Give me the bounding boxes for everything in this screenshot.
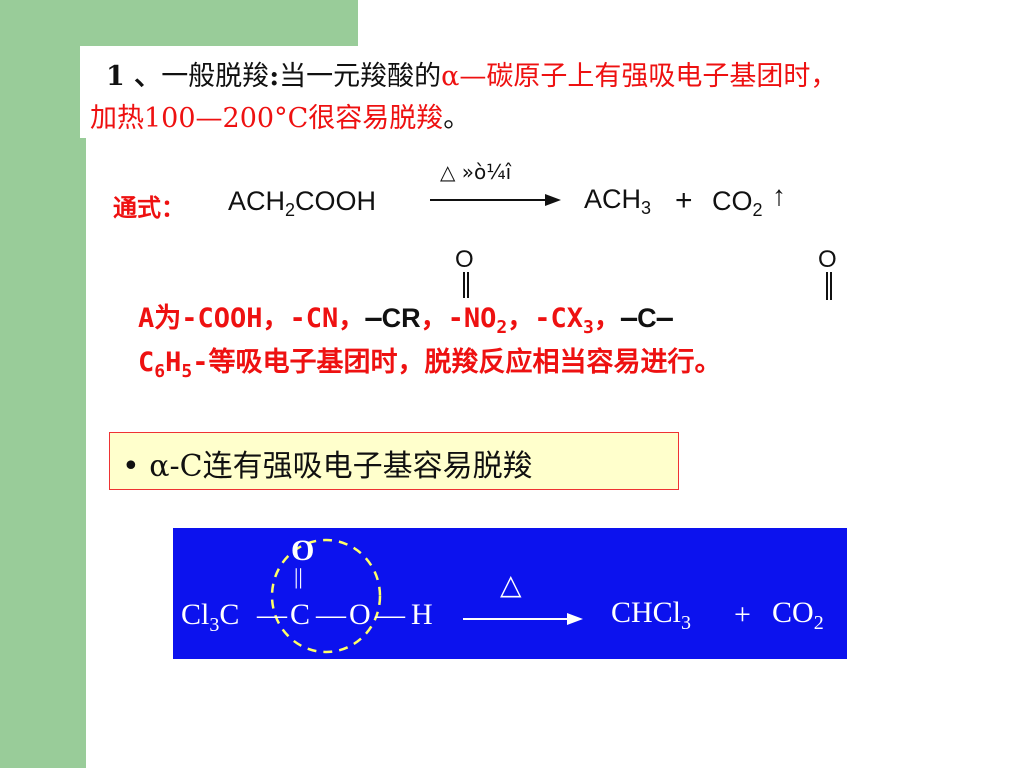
reactant-a: ACH — [228, 186, 286, 216]
blue-h: H — [411, 598, 433, 631]
blue-chcl: CHCl — [611, 596, 682, 629]
title-box — [80, 46, 1024, 138]
blue-product-co2: CO2 — [772, 596, 824, 635]
blue-chcl-sub: 3 — [681, 612, 692, 634]
title-colon: : — [269, 61, 280, 92]
cx3-sub: 3 — [582, 317, 594, 338]
bullet-dot: • — [122, 449, 140, 484]
title-number: 1 、 — [106, 61, 162, 92]
c6-rest: -等吸电子基团时，脱羧反应相当容易进行。 — [192, 347, 722, 378]
reactant-tail: COOH — [295, 186, 377, 216]
product-ach-sub: 3 — [641, 198, 652, 218]
product-co-sub: 2 — [752, 200, 763, 220]
title-end-mark: 。 — [443, 103, 471, 134]
gas-arrow-icon: ↑ — [772, 180, 786, 211]
sep-cx3: ，-CX — [507, 303, 583, 334]
reaction-condition: △ »ò¼î — [440, 160, 512, 184]
a-groups-line: A为-COOH，-CN，—CR，-NO2，-CX3，—C— — [138, 296, 673, 338]
c6-sub: 6 — [154, 361, 166, 382]
blue-arrow-line — [463, 618, 571, 620]
c-bond-right: — — [656, 303, 673, 334]
reactant-formula: ACH2COOH — [228, 186, 376, 221]
trichloroacetic-reaction-box: O || Cl3C — C — O — H △ CHCl3 + CO2 — [173, 528, 847, 659]
carbonyl-c: C — [637, 303, 657, 333]
sep-no2: ，-NO — [420, 303, 497, 334]
blue-bond-1: — — [257, 598, 287, 631]
equation-label: 通式： — [113, 194, 185, 222]
product-ach3: ACH3 — [584, 184, 651, 219]
bullet-item: • α-C连有强吸电子基容易脱羧 — [122, 441, 533, 485]
blue-bond-2: — — [316, 598, 346, 631]
a-prefix: A为-COOH，-CN， — [138, 303, 366, 334]
c6-c: C — [138, 347, 155, 378]
dashed-circle — [270, 538, 382, 654]
sep-end: ， — [593, 303, 621, 334]
cr-bond: — — [365, 303, 382, 334]
carbonyl-o-2: O — [818, 246, 837, 273]
c-bond-left: — — [620, 303, 638, 334]
reactant-sub: 2 — [285, 200, 296, 220]
h5-sub: 5 — [181, 361, 193, 382]
title-heading: 一般脱羧 — [161, 61, 270, 92]
carbonyl-o-1: O — [455, 246, 474, 273]
blue-double-bond: || — [294, 564, 303, 589]
title-line-2: 加热100—200°C很容易脱羧。 — [90, 96, 470, 135]
blue-product-chcl3: CHCl3 — [611, 596, 691, 635]
blue-c2: C — [290, 598, 311, 631]
reaction-arrow-head — [545, 194, 561, 206]
blue-cl3c: Cl3C — [181, 598, 239, 637]
blue-o: O — [349, 598, 371, 631]
plus-sign: + — [675, 184, 693, 217]
c6-h: H — [165, 347, 182, 378]
blue-heat-icon: △ — [500, 570, 522, 601]
blue-co: CO — [772, 596, 814, 629]
title-heating: 加热100—200°C很容易脱羧 — [90, 103, 444, 134]
bullet-box: • α-C连有强吸电子基容易脱羧 — [109, 432, 679, 490]
product-ach: ACH — [584, 184, 642, 214]
blue-cl: Cl — [181, 598, 210, 631]
no2-sub: 2 — [496, 317, 508, 338]
title-condition: α—碳原子上有强吸电子基团时， — [441, 61, 838, 92]
blue-bond-3: — — [375, 598, 405, 631]
product-co: CO — [712, 186, 753, 216]
blue-cl-sub: 3 — [209, 614, 220, 636]
double-bond-2 — [826, 272, 832, 300]
reaction-arrow-line — [430, 199, 548, 201]
double-bond-1 — [463, 272, 469, 298]
c6h5-line: C6H5-等吸电子基团时，脱羧反应相当容易进行。 — [138, 340, 721, 382]
blue-co-sub: 2 — [813, 612, 824, 634]
bullet-text: α-C连有强吸电子基容易脱羧 — [139, 449, 533, 484]
blue-o-top: O — [291, 534, 315, 567]
blue-plus: + — [734, 598, 751, 631]
product-co2: CO2 — [712, 186, 763, 221]
title-line-1: 1 、一般脱羧:当一元羧酸的α—碳原子上有强吸电子基团时， — [106, 54, 837, 93]
title-mid: 当一元羧酸的 — [279, 61, 442, 92]
blue-arrow-head — [567, 613, 583, 625]
blue-c1: C — [219, 598, 240, 631]
cr-group: CR — [381, 303, 421, 333]
